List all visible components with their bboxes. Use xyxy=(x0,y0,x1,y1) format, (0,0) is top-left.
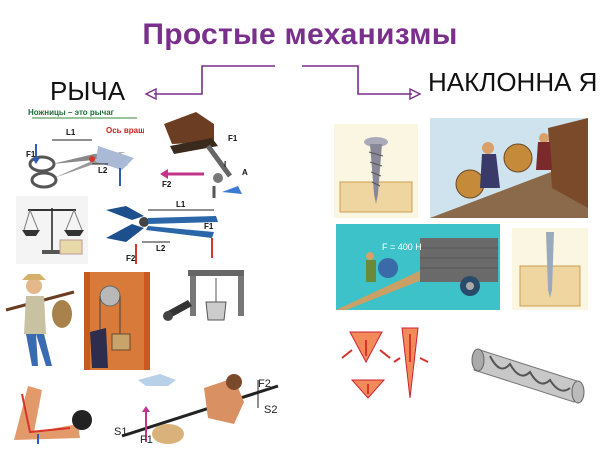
pliers-l2-label: L2 xyxy=(156,244,166,253)
balance-scale-tile xyxy=(16,196,88,264)
man-with-lever-tile: F2 S2 S1 F1 xyxy=(108,372,284,448)
page-title: Простые механизмы xyxy=(142,18,458,51)
pedal-l-label: l xyxy=(224,160,227,169)
carrying-stick-illustration xyxy=(0,270,76,374)
truck-ramp-illustration xyxy=(336,224,500,310)
inclined-plane-heading: НАКЛОННА Я xyxy=(428,67,598,97)
pliers-f2-label: F2 xyxy=(126,254,136,263)
right-arrowhead xyxy=(409,87,422,101)
wedge-force-diagrams-tile xyxy=(338,322,430,404)
truck-ramp-tile: F = 400 H xyxy=(336,224,500,310)
lever-s2-label: S2 xyxy=(264,404,278,416)
pedal-f2-label: F2 xyxy=(162,180,172,189)
arm-lever-illustration xyxy=(8,376,92,446)
pliers-l1-label: L1 xyxy=(176,200,186,209)
arm-lever-tile xyxy=(8,376,92,446)
pedal-lever-tile: F1 F2 l A xyxy=(152,106,252,198)
carrying-stick-tile xyxy=(0,270,76,374)
truck-force-label: F = 400 H xyxy=(382,242,422,252)
man-with-lever-illustration xyxy=(108,372,284,448)
pulley-tile xyxy=(84,272,150,370)
scissors-axis-label: Ось вращения xyxy=(106,126,144,135)
lever-heading: РЫЧА xyxy=(50,76,126,106)
pedal-f1-label: F1 xyxy=(228,134,238,143)
wedge-force-diagrams xyxy=(338,322,430,404)
pedal-a-label: A xyxy=(242,168,248,177)
pulley-illustration xyxy=(84,272,150,370)
lever-s1-label: S1 xyxy=(114,426,128,438)
scissors-l2-label: L2 xyxy=(98,166,108,175)
left-bracket-line xyxy=(154,65,275,95)
barrels-ramp-tile xyxy=(430,118,588,218)
wedge-wood-tile xyxy=(512,228,588,310)
scissors-l1-label: L1 xyxy=(66,128,76,137)
barrels-ramp-illustration xyxy=(430,118,588,218)
screw-tile xyxy=(334,124,418,218)
scissors-caption: Ножницы – это рычаг xyxy=(28,108,115,117)
lever-f2-label: F2 xyxy=(258,378,271,390)
archimedes-screw-tile xyxy=(470,336,594,410)
right-bracket-line xyxy=(302,65,412,95)
well-windlass-tile xyxy=(158,264,252,334)
balance-scale-illustration xyxy=(16,196,88,264)
scissors-illustration xyxy=(22,106,144,194)
scissors-lever-tile: Ножницы – это рычаг L1 Ось вращения L2 F… xyxy=(22,106,144,194)
left-arrowhead xyxy=(144,87,157,101)
screw-illustration xyxy=(334,124,418,218)
well-windlass-illustration xyxy=(158,264,252,334)
archimedes-screw-illustration xyxy=(470,336,594,410)
wedge-wood-illustration xyxy=(512,228,588,310)
pliers-illustration xyxy=(96,198,226,268)
bracket-connector xyxy=(144,65,422,101)
pedal-illustration xyxy=(152,106,252,198)
pliers-lever-tile: L1 L2 F1 F2 xyxy=(96,198,226,268)
pliers-f1-label: F1 xyxy=(204,222,214,231)
scissors-f1-label: F1 xyxy=(26,150,36,159)
lever-f1-label: F1 xyxy=(140,434,153,446)
